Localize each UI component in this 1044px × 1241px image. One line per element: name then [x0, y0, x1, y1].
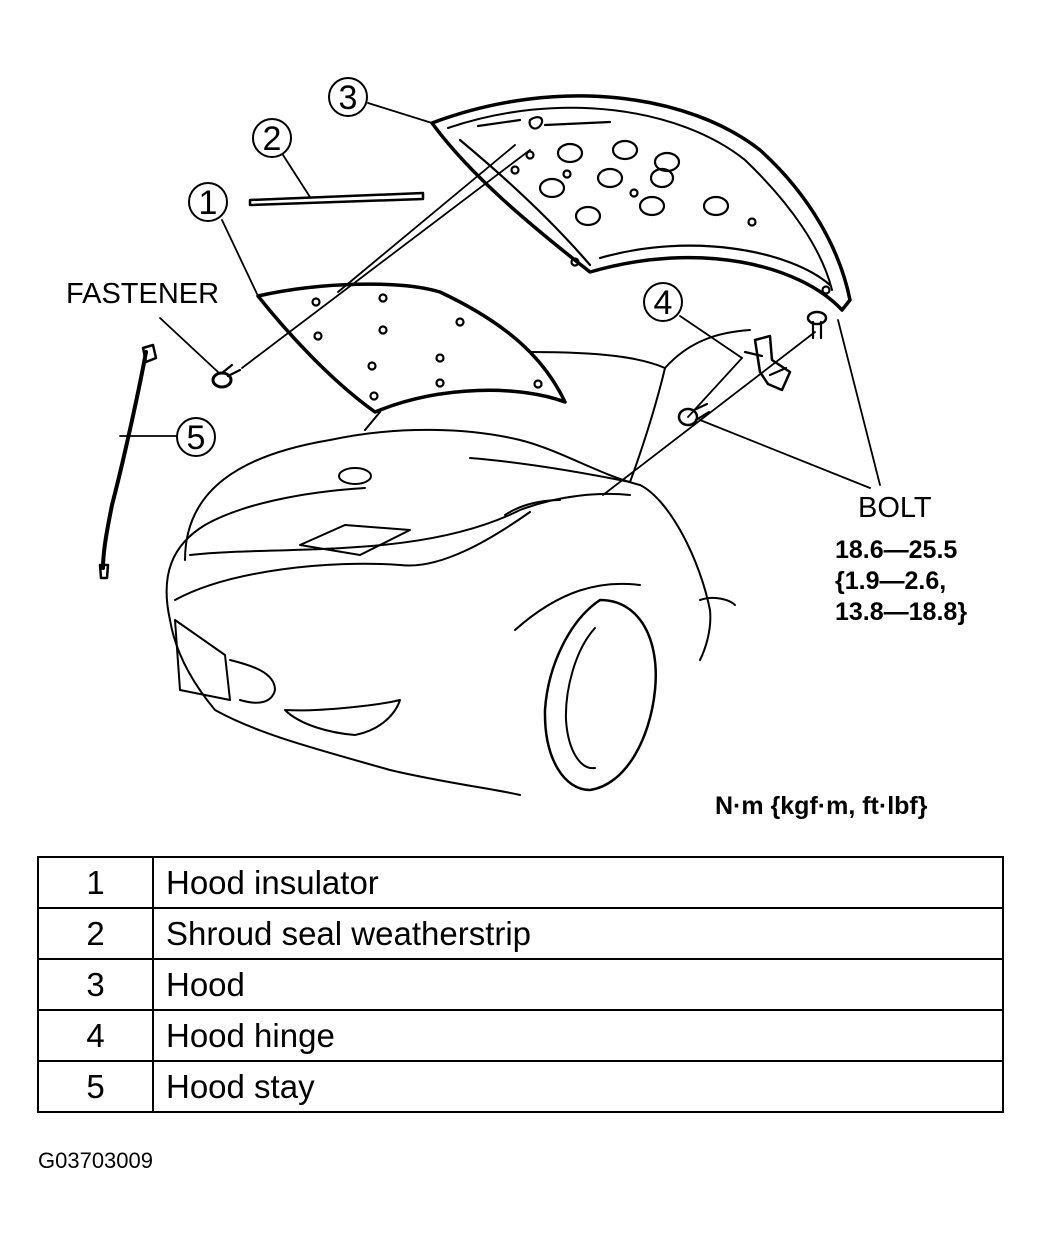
callout-circle-4 [643, 282, 683, 322]
part-name: Hood insulator [152, 856, 1004, 909]
torque-units-label: N·m {kgf·m, ft·lbf} [715, 792, 928, 820]
figure-code: G03703009 [38, 1148, 153, 1173]
part-number: 2 [37, 907, 154, 960]
parts-legend-table: 1 Hood insulator 2 Shroud seal weatherst… [37, 856, 1004, 1113]
callout-1: 1 [199, 184, 218, 222]
callout-4: 4 [654, 284, 673, 322]
hood-panel [430, 94, 852, 312]
callout-circle-3 [328, 77, 368, 117]
part-number: 4 [37, 1009, 154, 1062]
callout-5: 5 [187, 419, 206, 457]
leader-lines [119, 102, 881, 496]
table-row: 2 Shroud seal weatherstrip [37, 907, 1004, 960]
part-name: Hood [152, 958, 1004, 1011]
callout-2: 2 [263, 120, 282, 158]
part-name: Shroud seal weatherstrip [152, 907, 1004, 960]
callout-circle-2 [252, 118, 292, 158]
part-name: Hood stay [152, 1060, 1004, 1113]
part-number: 5 [37, 1060, 154, 1113]
fastener-part [211, 363, 242, 389]
part-number: 1 [37, 856, 154, 909]
car-body-outline [165, 329, 751, 796]
weatherstrip-part [248, 191, 425, 207]
table-row: 5 Hood stay [37, 1060, 1004, 1113]
callout-circle-1 [188, 182, 228, 222]
fastener-label: FASTENER [66, 278, 220, 310]
callout-3: 3 [339, 79, 358, 117]
bolt-label: BOLT [858, 492, 932, 524]
hood-stay-part [98, 343, 158, 580]
part-name: Hood hinge [152, 1009, 1004, 1062]
table-row: 1 Hood insulator [37, 856, 1004, 909]
exploded-hood-diagram: 3 2 1 4 5 [98, 77, 881, 796]
torque-value-nm: 18.6—25.5 [835, 536, 958, 564]
bolt-part [677, 310, 828, 427]
torque-value-ftlbf: 13.8—18.8} [835, 598, 968, 626]
callout-circle-5 [176, 417, 216, 457]
part-number: 3 [37, 958, 154, 1011]
hood-hinge-part [743, 334, 792, 392]
hood-insulator-part [256, 282, 567, 414]
table-row: 4 Hood hinge [37, 1009, 1004, 1062]
torque-value-kgfm: {1.9—2.6, [835, 567, 947, 595]
table-row: 3 Hood [37, 958, 1004, 1011]
